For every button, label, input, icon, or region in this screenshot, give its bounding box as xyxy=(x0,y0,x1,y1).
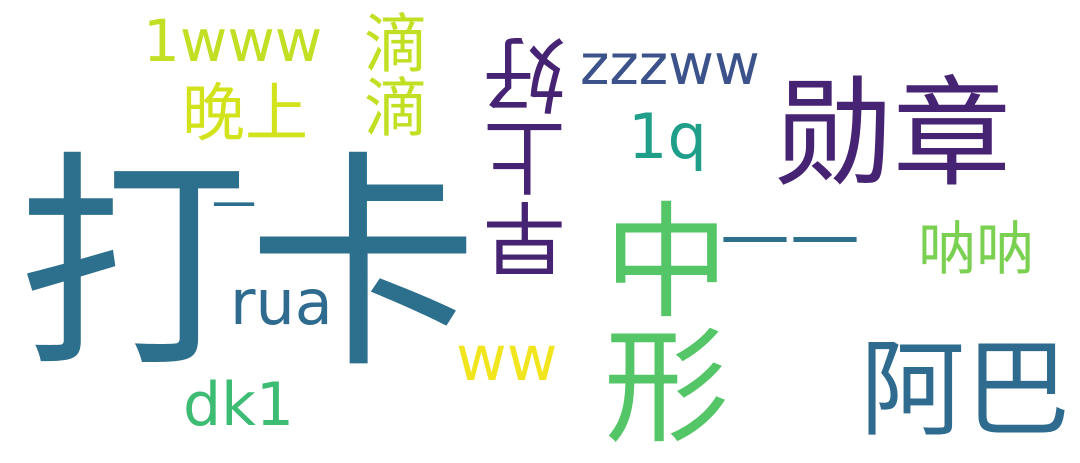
word-rua: rua xyxy=(230,266,333,339)
word-minus: 一 xyxy=(212,181,256,232)
word-zaoshanghao: 早上好 xyxy=(485,35,580,281)
word-ww: ww xyxy=(456,322,558,395)
word-dash: —— xyxy=(720,194,860,276)
word-1q: 1q xyxy=(628,100,707,173)
word-nana: 呐呐 xyxy=(918,215,1035,283)
word-zhongxing: 中形 xyxy=(582,196,727,446)
word-daka: 打卡 xyxy=(18,133,479,400)
word-xunzhang: 勋章 xyxy=(775,65,1012,203)
word-zzzww: zzzww xyxy=(580,33,760,98)
word-wanshang: 晚上 xyxy=(182,77,308,150)
word-1www: 1www xyxy=(143,7,323,75)
word-didi: 滴滴 xyxy=(353,10,427,138)
word-abo: 阿巴 xyxy=(860,329,1071,451)
word-dk1: dk1 xyxy=(183,370,295,440)
